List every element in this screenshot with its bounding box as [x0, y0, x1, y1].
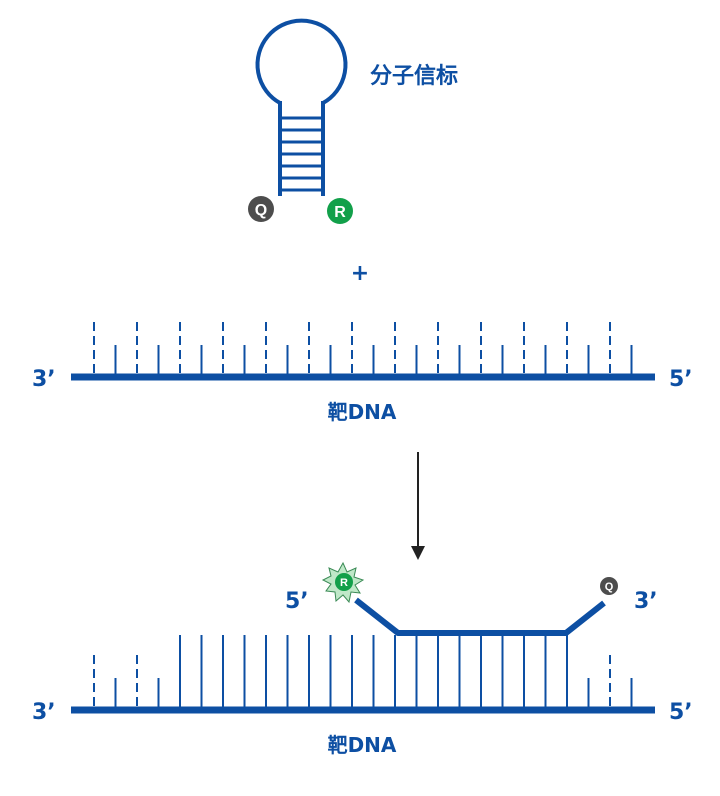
probe-end-5prime: 5’ — [285, 589, 309, 614]
beacon-label: 分子信标 — [370, 63, 458, 89]
fluorescence-flash-icon: R — [321, 561, 365, 604]
base-ticks-bottom — [93, 635, 633, 707]
strand-end-3prime-bottom: 3’ — [32, 700, 56, 725]
beacon-loop — [255, 18, 348, 105]
target-dna-bottom: 3’ 5’ 靶DNA — [32, 635, 693, 757]
quencher-q-icon: Q — [600, 577, 618, 595]
beacon-stem-rungs — [280, 116, 323, 192]
quencher-q-icon: Q — [248, 196, 274, 222]
reaction-arrow-icon — [411, 452, 425, 560]
hybridized-probe: R Q 5’ 3’ — [285, 561, 658, 636]
base-ticks-top — [93, 322, 633, 374]
svg-text:R: R — [340, 577, 348, 589]
strand-end-5prime-bottom: 5’ — [669, 700, 693, 725]
plus-sign: + — [351, 261, 369, 286]
strand-end-5prime-top: 5’ — [669, 367, 693, 392]
svg-text:Q: Q — [605, 581, 614, 593]
target-dna-label-bottom: 靶DNA — [328, 733, 397, 757]
probe-end-3prime: 3’ — [634, 589, 658, 614]
reporter-r-icon: R — [327, 198, 353, 224]
target-dna-top: 3’ 5’ 靶DNA — [32, 322, 693, 424]
target-dna-label-top: 靶DNA — [328, 400, 397, 424]
probe-strand — [354, 597, 606, 636]
svg-text:R: R — [334, 204, 346, 221]
strand-end-3prime-top: 3’ — [32, 367, 56, 392]
svg-text:Q: Q — [255, 202, 267, 219]
molecular-beacon: Q R 分子信标 — [248, 18, 458, 224]
